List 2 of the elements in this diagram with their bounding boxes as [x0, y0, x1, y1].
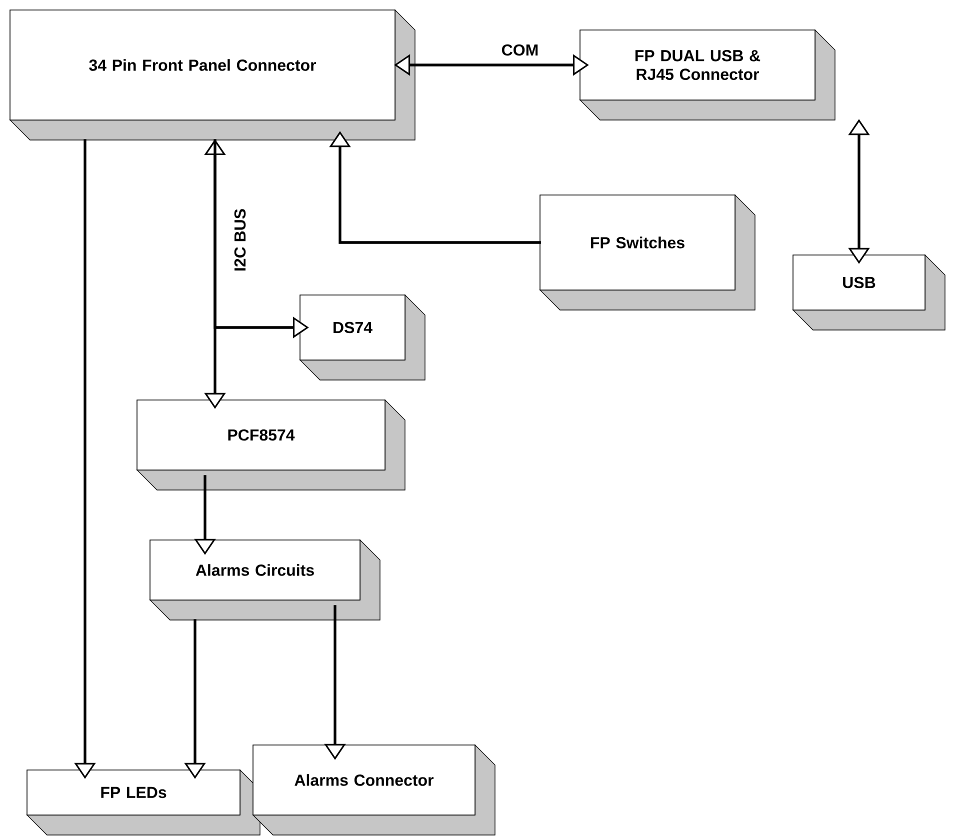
- edge-label: COM: [498, 42, 542, 58]
- edge-label: I2C BUS: [232, 206, 248, 274]
